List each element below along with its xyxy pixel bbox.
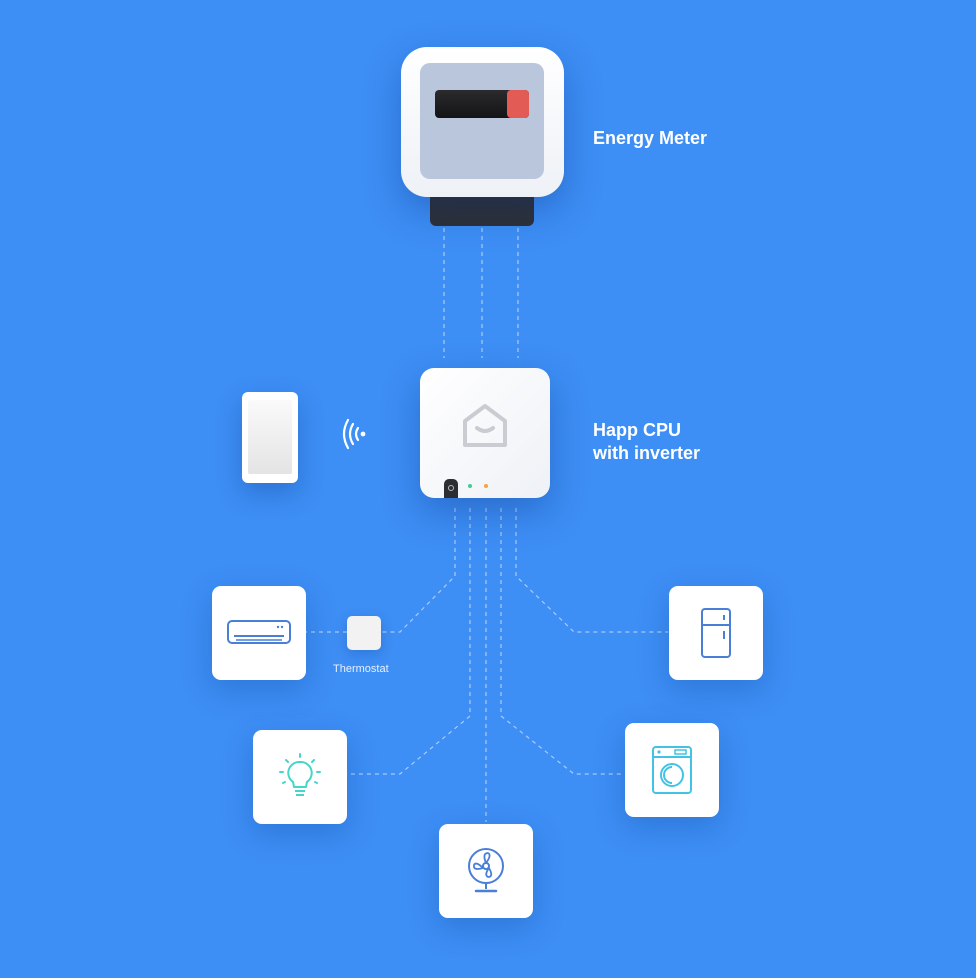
power-port — [444, 479, 458, 498]
light-bulb-icon — [279, 753, 321, 796]
fridge-icon — [701, 608, 731, 658]
fan-tile[interactable] — [439, 824, 533, 918]
meter-screen — [420, 63, 544, 179]
smartphone-icon — [242, 392, 298, 483]
thermostat-device — [347, 616, 381, 650]
cpu-label-line2: with inverter — [593, 443, 701, 463]
status-led-green — [468, 484, 472, 488]
house-logo-icon — [463, 404, 507, 447]
light-link — [348, 508, 471, 775]
status-led-orange — [484, 484, 488, 488]
phone-screen — [248, 400, 292, 474]
fridge-link — [515, 508, 668, 633]
thermostat-label: Thermostat — [333, 663, 389, 675]
cpu-label-line1: Happ CPU — [593, 420, 682, 440]
fridge-tile[interactable] — [669, 586, 763, 680]
light-bulb-tile[interactable] — [253, 730, 347, 824]
wifi-signal-icon — [342, 418, 366, 450]
energy-meter-base — [430, 196, 534, 226]
happ-cpu-device — [420, 368, 550, 498]
fan-icon — [468, 848, 504, 893]
washing-machine-icon — [652, 746, 692, 794]
washer-link — [500, 508, 624, 775]
meter-indicator — [507, 90, 529, 118]
energy-meter-label: Energy Meter — [593, 128, 708, 148]
energy-meter-icon — [401, 47, 564, 197]
air-conditioner-icon — [227, 620, 291, 644]
meter-display — [435, 90, 529, 118]
ac-link — [382, 508, 456, 633]
washing-machine-tile[interactable] — [625, 723, 719, 817]
cpu-label: Happ CPU with inverter — [593, 419, 700, 465]
air-conditioner-tile[interactable] — [212, 586, 306, 680]
